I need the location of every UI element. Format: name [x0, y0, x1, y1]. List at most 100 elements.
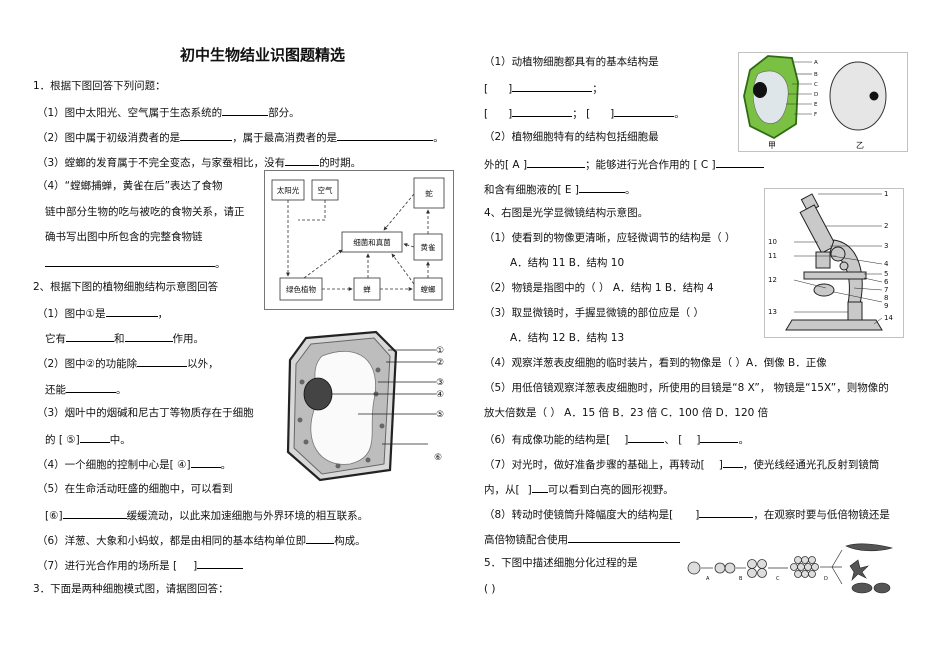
- stage: [803, 271, 867, 280]
- label-air: 空气: [318, 185, 333, 195]
- q1-item-4: （4）“螳螂捕蝉，黄雀在后”表达了食物: [37, 180, 223, 192]
- answer-blank[interactable]: [45, 255, 215, 267]
- cells-label-f: F: [814, 112, 817, 118]
- q1-item-4-line-2: 链中部分生物的吃与被吃的食物关系，请正: [45, 206, 245, 218]
- q1-item-1: （1）图中太阳光、空气属于生态系统的部分。: [37, 104, 300, 120]
- answer-blank[interactable]: [722, 456, 743, 468]
- answer-blank[interactable]: [579, 181, 626, 193]
- answer-blank[interactable]: [222, 104, 269, 116]
- label-oriole: 黄雀: [421, 242, 436, 252]
- plant-cell-diagram: ① ② ③ ④ ⑤ ⑥: [286, 330, 444, 482]
- cells-label-c: C: [814, 82, 818, 88]
- cell-label-4: ④: [436, 390, 444, 400]
- q3-item-1-line-3: []； []。: [484, 105, 685, 121]
- label-snake: 蛇: [425, 188, 433, 198]
- scope-label-14: 14: [884, 314, 893, 322]
- answer-blank[interactable]: [285, 154, 320, 166]
- cell-label-1: ①: [436, 346, 444, 356]
- answer-blank[interactable]: [531, 481, 548, 493]
- q1-item-4-answer: 。: [45, 255, 226, 271]
- diff-label-c: C: [776, 576, 780, 582]
- food-web-diagram: 太阳光 空气 蛇 细菌和真菌 黄雀 绿色植物 蝉 螳螂: [264, 170, 454, 310]
- microscope-diagram: 1 2 3 4 5 6 7 8 9 10 11 12 13 14: [764, 188, 904, 338]
- label-bacteria: 细菌和真菌: [353, 237, 391, 247]
- answer-blank[interactable]: [79, 431, 110, 443]
- answer-blank[interactable]: [124, 330, 173, 342]
- answer-blank[interactable]: [715, 156, 764, 168]
- q2-item-5: （5）在生命活动旺盛的细胞中，可以看到: [37, 483, 233, 495]
- q2-item-1: （1）图中①是，: [37, 305, 168, 321]
- cells-label-b: B: [814, 72, 818, 78]
- q2-item-6: （6）洋葱、大象和小蚂蚁，都是由相同的基本结构单位即构成。: [37, 532, 366, 548]
- answer-blank[interactable]: [628, 431, 665, 443]
- cell-label-3: ③: [436, 378, 444, 388]
- answer-blank[interactable]: [614, 105, 675, 117]
- answer-blank[interactable]: [137, 355, 188, 367]
- diff-label-a: A: [706, 576, 710, 582]
- q4-item-5-line-2: 放大倍数是（ ） A．15 倍 B．23 倍 C．100 倍 D．120 倍: [484, 407, 769, 419]
- answer-blank[interactable]: [105, 305, 158, 317]
- answer-blank[interactable]: [337, 129, 434, 141]
- cells-label-e: E: [814, 102, 818, 108]
- answer-blank[interactable]: [66, 330, 114, 342]
- pillar: [847, 301, 863, 321]
- q4-item-7-line-2: 内，从[]可以看到白亮的圆形视野。: [484, 481, 674, 497]
- page-title: 初中生物结业识图题精选: [180, 46, 346, 64]
- q2-stem: 2、根据下图的植物细胞结构示意图回答: [33, 281, 219, 293]
- q2-item-2: （2）图中②的功能除以外，: [37, 355, 219, 371]
- q1-item-4-line-3: 确书写出图中所包含的完整食物链: [45, 231, 203, 243]
- scope-label-4: 4: [884, 260, 889, 268]
- q4-stem: 4、右图是光学显微镜结构示意图。: [484, 207, 649, 219]
- answer-blank[interactable]: [568, 531, 680, 543]
- plant-animal-cells-diagram: A B C D E F 甲 乙: [738, 52, 908, 152]
- q5-stem: 5．下图中描述细胞分化过程的是: [484, 557, 638, 569]
- answer-blank[interactable]: [512, 105, 573, 117]
- q3-item-1: （1）动植物细胞都具有的基本结构是: [484, 56, 659, 68]
- q4-item-6: （6）有成像功能的结构是[]、 []。: [484, 431, 749, 447]
- answer-blank[interactable]: [306, 532, 335, 544]
- scope-label-8: 8: [884, 294, 888, 302]
- scope-label-6: 6: [884, 278, 889, 286]
- diff-label-b: B: [739, 576, 743, 582]
- q2-item-5-line-2: [⑥]缓缓流动，以此来加速细胞与外界环境的相互联系。: [45, 507, 368, 523]
- answer-blank[interactable]: [512, 80, 593, 92]
- answer-blank[interactable]: [180, 129, 233, 141]
- q1-item-3: （3）螳螂的发育属于不完全变态，与家蚕相比，没有的时期。: [37, 154, 361, 170]
- coarse-adjust: [830, 246, 846, 262]
- label-plant: 绿色植物: [286, 284, 316, 294]
- answer-blank[interactable]: [66, 381, 116, 393]
- q4-item-8-line-2: 高倍物镜配合使用: [484, 531, 680, 547]
- differentiated-muscle-cell: [845, 543, 894, 552]
- scope-label-1: 1: [884, 190, 888, 198]
- tube: [799, 204, 837, 254]
- q2-item-7: （7）进行光合作用的场所是 []: [37, 557, 244, 573]
- box-snake: [413, 177, 445, 209]
- cells-label-a: A: [814, 60, 818, 66]
- objective: [815, 251, 831, 269]
- differentiated-epithelial-cell: [851, 582, 873, 594]
- stage-cell-cluster: [790, 556, 819, 578]
- scope-label-7: 7: [884, 286, 888, 294]
- box-bacteria: [341, 231, 403, 253]
- diff-label-d: D: [824, 576, 828, 582]
- q1-stem: 1．根据下图回答下列问题：: [33, 80, 166, 92]
- scope-label-13: 13: [768, 308, 777, 316]
- answer-blank[interactable]: [190, 456, 221, 468]
- cell-label-6: ⑥: [434, 453, 442, 463]
- q2-item-3-line-2: 的 [ ⑤]中。: [45, 431, 131, 447]
- q3-stem: 3．下面是两种细胞模式图，请据图回答：: [33, 583, 229, 595]
- fine-adjust: [839, 261, 849, 271]
- scope-label-12: 12: [768, 276, 777, 284]
- cell-label-2: ②: [436, 358, 444, 368]
- q4-item-1-options: A．结构 11 B．结构 10: [510, 257, 625, 269]
- q3-item-2-line-3: 和含有细胞液的[ E ]。: [484, 181, 636, 197]
- stage-single-cell: [687, 561, 701, 575]
- cell-label-5: ⑤: [436, 410, 444, 420]
- answer-blank[interactable]: [700, 431, 739, 443]
- answer-blank[interactable]: [197, 557, 244, 569]
- cells-label-d: D: [814, 92, 818, 98]
- answer-blank[interactable]: [527, 156, 586, 168]
- answer-blank[interactable]: [62, 507, 127, 519]
- animal-cell: [829, 61, 887, 131]
- answer-blank[interactable]: [699, 506, 754, 518]
